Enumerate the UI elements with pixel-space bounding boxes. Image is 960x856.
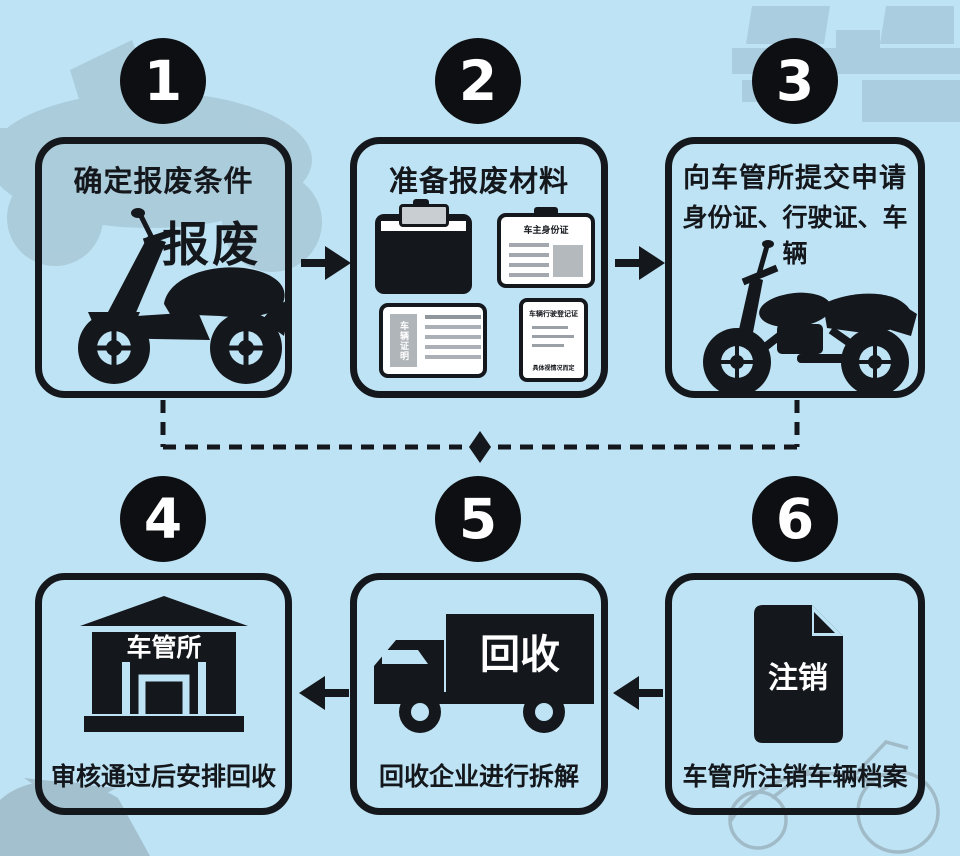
id-card-photo [553, 245, 583, 277]
step-number-1-text: 1 [143, 49, 183, 113]
step-number-2: 2 [435, 38, 521, 124]
owner-id-card-icon: 车主身份证 [497, 207, 595, 288]
step5-caption: 回收企业进行拆解 [378, 762, 579, 791]
arrow-step1-to-step2 [301, 246, 351, 280]
step-number-3-text: 3 [775, 49, 815, 113]
step-number-6: 6 [752, 476, 838, 562]
step6-caption: 车管所注销车辆档案 [682, 762, 908, 791]
step-box-4: 车管所 审核通过后安排回收 [35, 573, 292, 815]
registration-card-lines [532, 326, 574, 353]
vehicle-certificate-icon: 车辆证明 [379, 303, 487, 378]
clipboard-clip-nub [413, 199, 429, 207]
step-box-3: 向车管所提交申请 身份证、行驶证、车辆 [665, 137, 925, 398]
step3-title: 向车管所提交申请 [683, 163, 907, 194]
step-number-4-text: 4 [143, 487, 183, 551]
step-number-5: 5 [435, 476, 521, 562]
building-label: 车管所 [126, 633, 201, 662]
arrow-step2-to-step3 [615, 246, 665, 280]
id-card-title: 车主身份证 [523, 226, 569, 236]
step-number-3: 3 [752, 38, 838, 124]
certificate-lines [425, 315, 481, 365]
background-scooter-outline [728, 740, 940, 854]
step2-title: 准备报废材料 [388, 164, 569, 198]
deregister-document-icon: 注销 [754, 605, 843, 743]
registration-card-icon: 车辆行驶登记证 具体视情况而定 [519, 298, 588, 382]
step4-caption: 审核通过后安排回收 [50, 762, 276, 791]
document-label: 注销 [768, 661, 828, 696]
step-number-2-text: 2 [458, 49, 498, 113]
arrow-step5-to-step4 [299, 676, 349, 710]
scooter-icon [78, 208, 292, 384]
vehicle-office-building-icon: 车管所 [80, 596, 248, 732]
registration-card-note: 具体视情况而定 [532, 365, 575, 372]
step-number-5-text: 5 [458, 487, 498, 551]
step-number-1: 1 [120, 38, 206, 124]
recycle-truck-icon: 回收 [374, 614, 594, 733]
motorcycle-icon [703, 240, 917, 396]
arrow-step6-to-step5 [613, 676, 663, 710]
step-box-2: 准备报废材料 车主身份证 车辆证明 [350, 137, 608, 398]
clipboard-clip [399, 204, 449, 227]
step1-title: 确定报废条件 [73, 164, 254, 198]
step3-subtitle: 身份证、行驶证、车辆 [682, 203, 908, 268]
registration-card-title: 车辆行驶登记证 [529, 310, 578, 318]
step-box-1: 确定报废条件 报废 [35, 137, 292, 398]
background-motorcycle-silhouette [0, 40, 322, 272]
clipboard-icon [375, 199, 472, 294]
step-box-6: 注销 车管所注销车辆档案 [665, 573, 925, 815]
certificate-vertical-label: 车辆证明 [390, 314, 417, 367]
step-box-5: 回收 回收企业进行拆解 [350, 573, 608, 815]
step-number-6-text: 6 [775, 487, 815, 551]
truck-label: 回收 [480, 632, 560, 678]
id-card-clip [534, 207, 558, 217]
step-number-4: 4 [120, 476, 206, 562]
scrap-label: 报废 [162, 218, 262, 273]
id-card-lines [509, 243, 549, 283]
